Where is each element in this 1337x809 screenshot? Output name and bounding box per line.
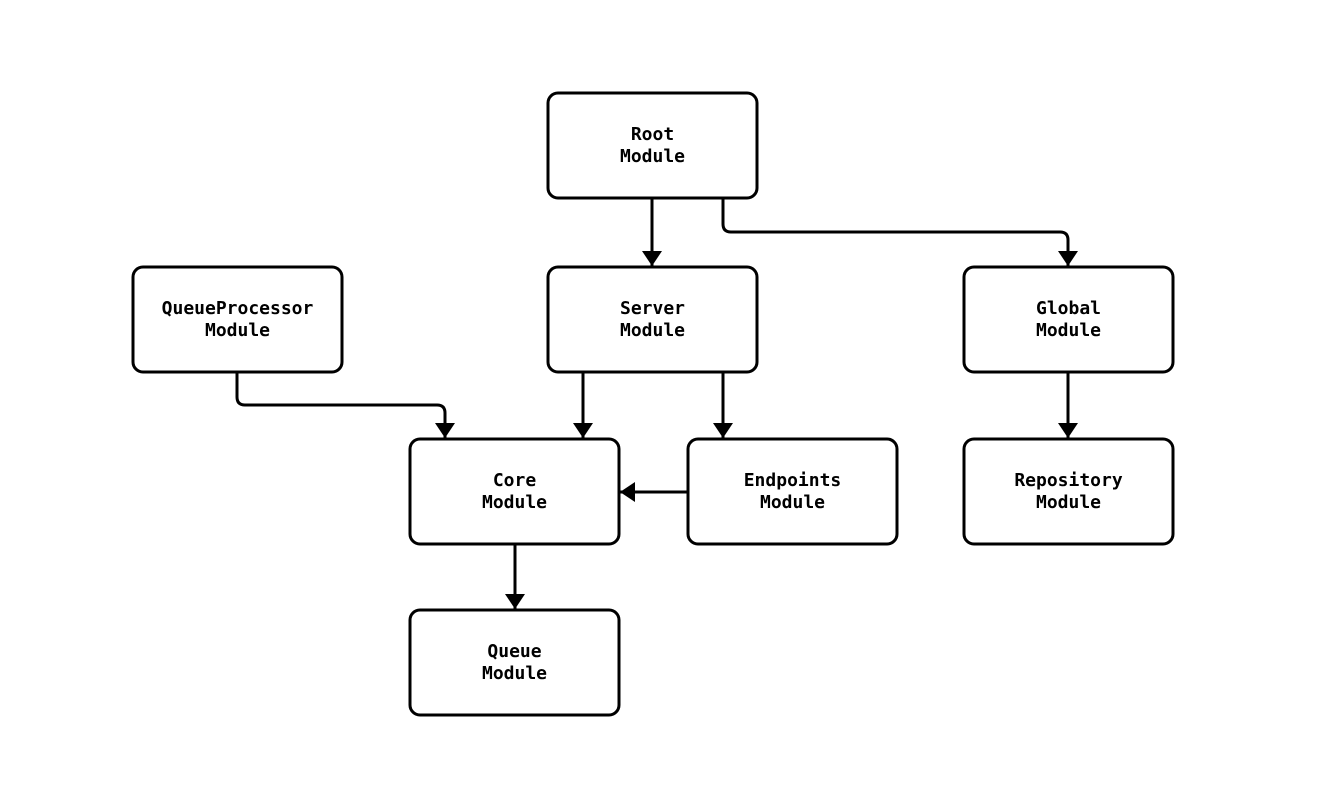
node-label-line1: Root [631,124,674,145]
node-label-line1: Queue [487,641,541,662]
node-label-line1: Repository [1014,470,1123,491]
node-label-line2: Module [620,320,685,341]
edge-root-to-global [721,198,1078,266]
node-label-line2: Module [1036,320,1101,341]
node-label-line1: Server [620,298,685,319]
node-box [546,265,759,374]
node-label-line2: Module [620,146,685,167]
node-box [686,437,899,546]
node-box [962,437,1175,546]
node-label-line2: Module [205,320,270,341]
node-label-line2: Module [1036,492,1101,513]
node-label-line1: QueueProcessor [162,298,314,319]
node-box [546,91,759,200]
node-label-line1: Endpoints [744,470,842,491]
edge-queueprocessor-to-core [235,372,455,438]
node-box [131,265,344,374]
node-box [408,608,621,717]
node-label-line1: Global [1036,298,1101,319]
node-label-line1: Core [493,470,537,491]
node-label-line2: Module [482,663,547,684]
node-label-line2: Module [760,492,825,513]
node-label-line2: Module [482,492,547,513]
node-box [408,437,621,546]
node-box [962,265,1175,374]
